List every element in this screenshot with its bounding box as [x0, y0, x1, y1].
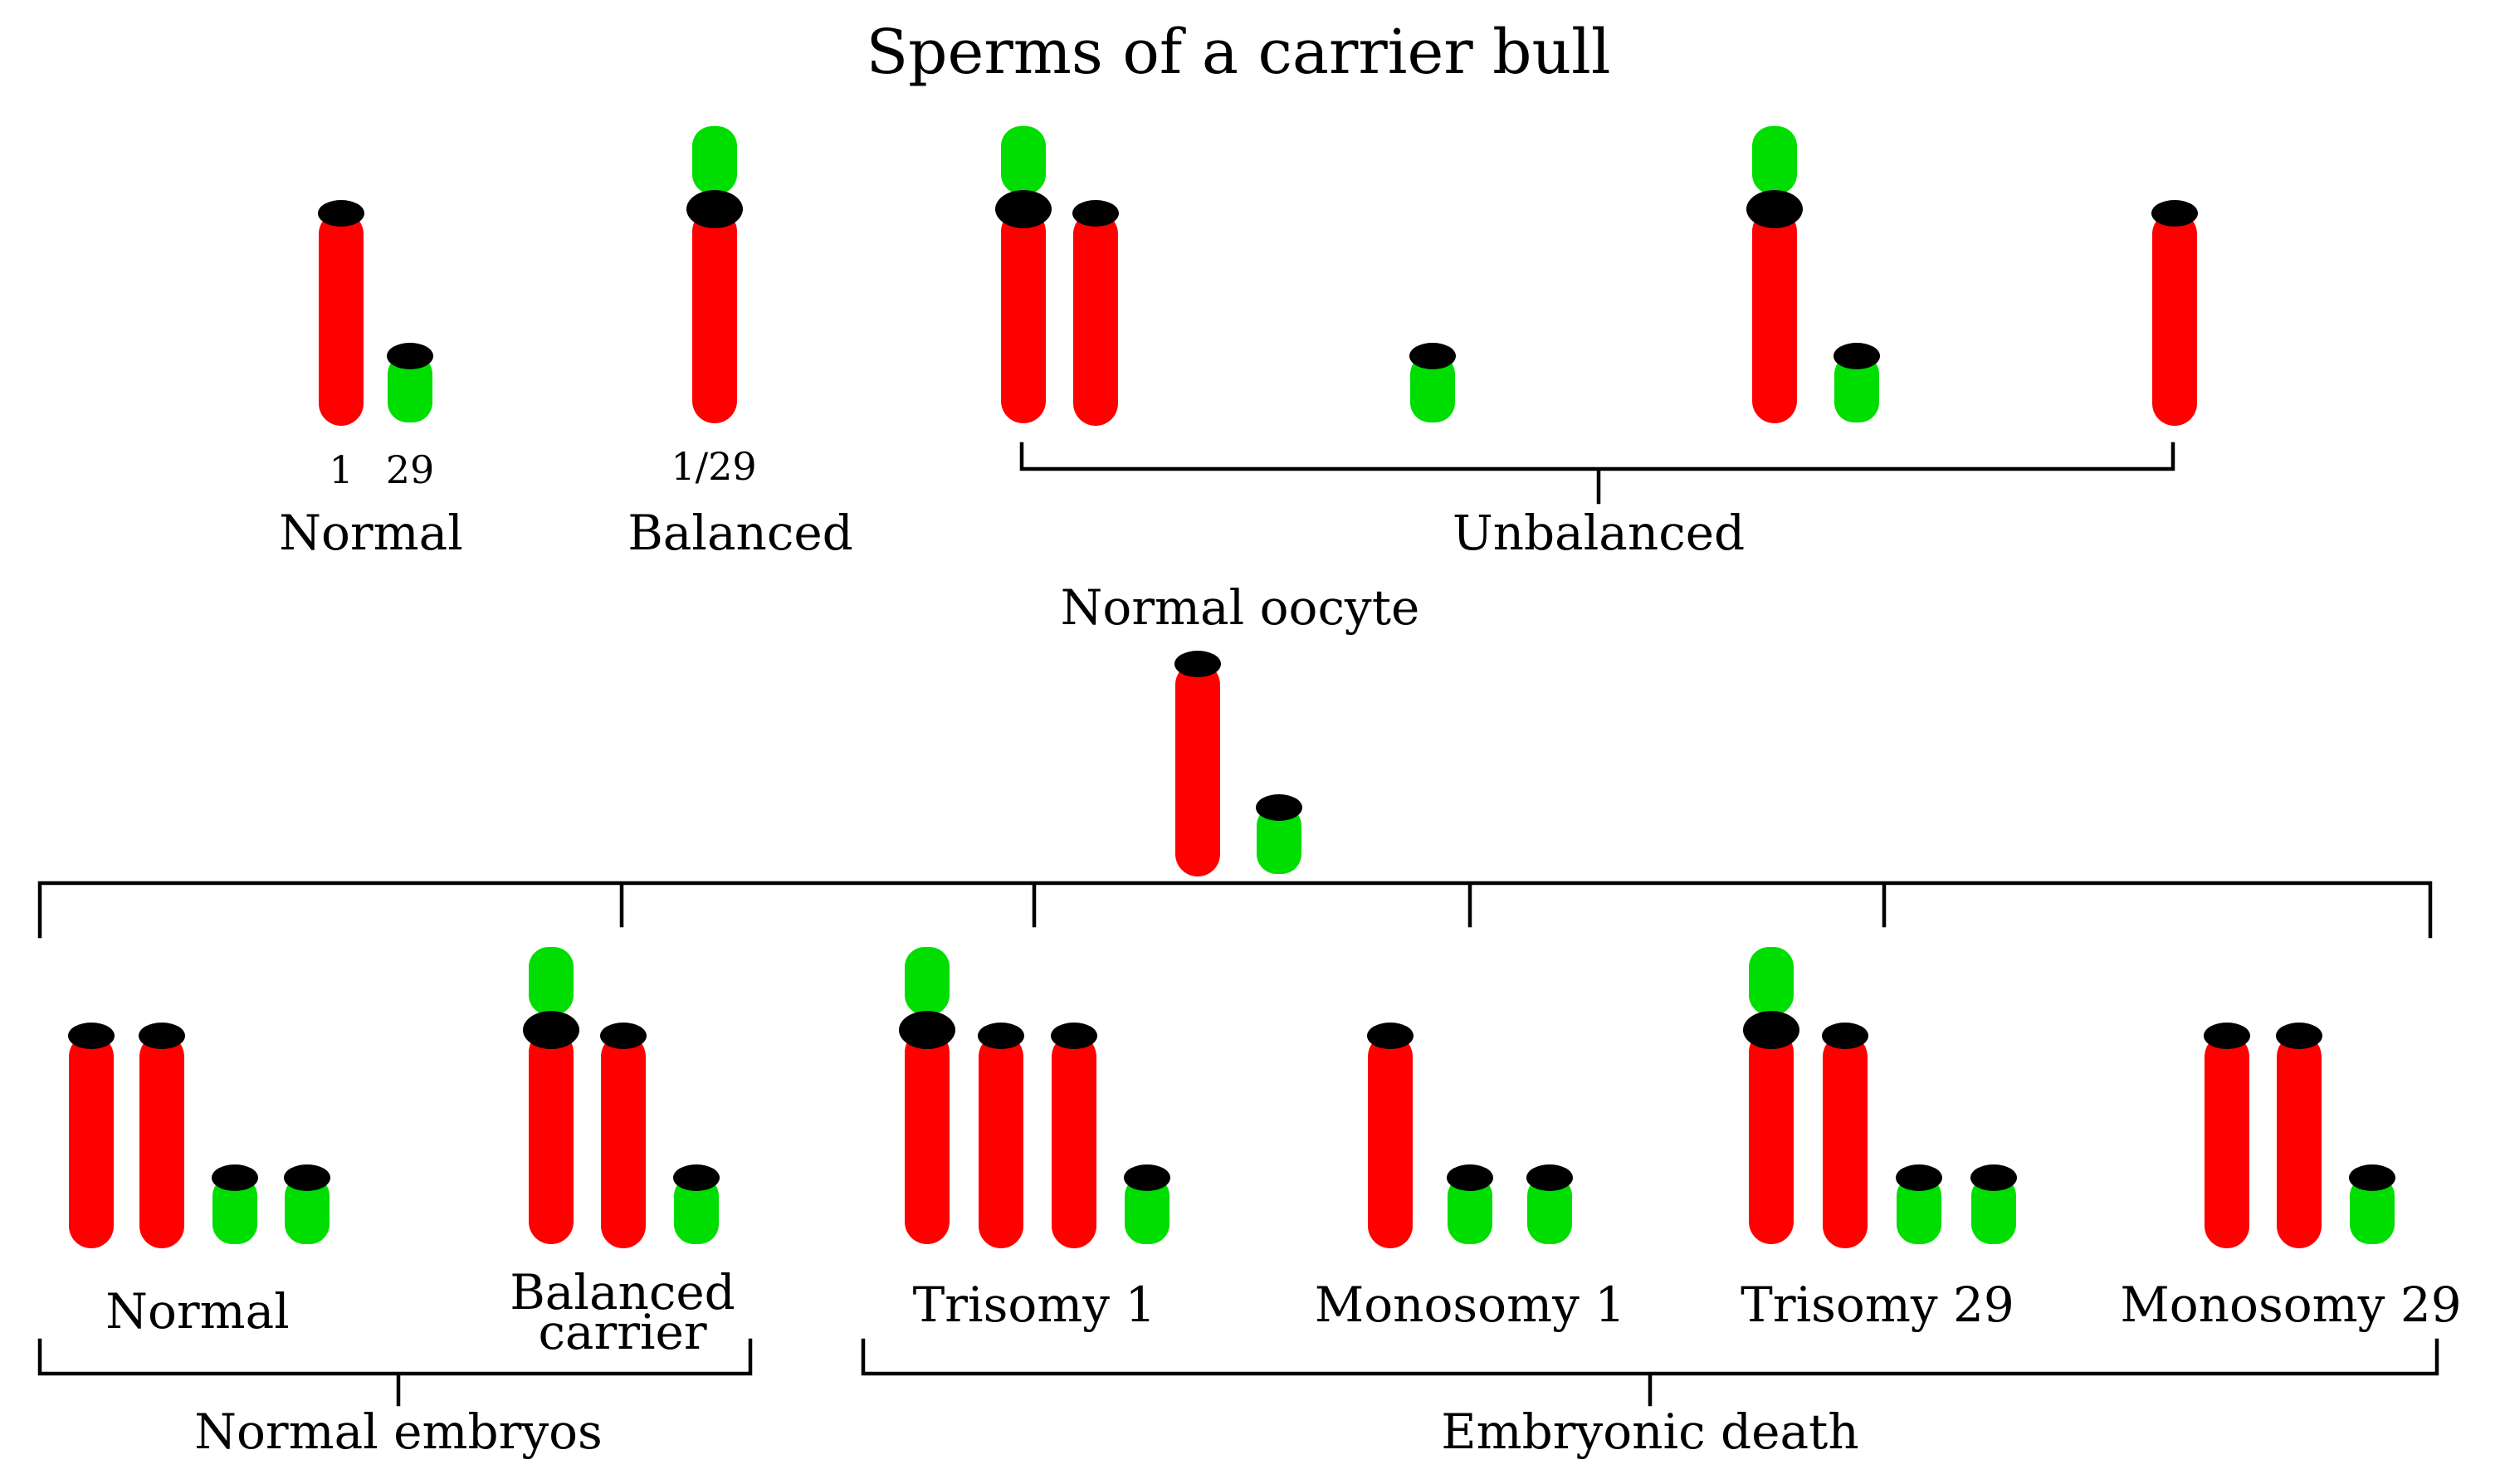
chromosome-1 [600, 1023, 647, 1248]
chromosome-29 [1896, 1164, 1942, 1244]
outcome-normal-embryos: Normal embryos [37, 1338, 753, 1460]
sperm-normal-label: Normal [279, 505, 463, 561]
oocyte-label: Normal oocyte [1061, 579, 1420, 636]
distribution-connector [37, 881, 2433, 939]
chromosome-29 [212, 1164, 258, 1244]
normal-embryos-label: Normal embryos [194, 1403, 603, 1460]
chromosome-1 [68, 1023, 115, 1248]
embryo-trisomy-1-label: Trisomy 1 [913, 1277, 1156, 1333]
unbalanced-29-only [1409, 343, 1456, 422]
chromosome-29 [284, 1164, 330, 1244]
chromosome-29 [1526, 1164, 1573, 1244]
chromosome-1 [1174, 651, 1221, 876]
fusion-chromosome-1-29 [995, 126, 1052, 423]
sperm-normal: 1 29 Normal [279, 200, 463, 561]
chromosome-29 [1256, 794, 1302, 874]
unbalanced-fusion-plus-1 [995, 126, 1119, 426]
chromosome-29 [387, 343, 433, 422]
diagram-title: Sperms of a carrier bull [866, 17, 1610, 88]
chromosome-1 [1072, 200, 1119, 426]
chromosome-1 [139, 1023, 185, 1248]
chromosome-29 [1447, 1164, 1493, 1244]
chromosome-1 [978, 1023, 1024, 1248]
embryo-normal-label: Normal [105, 1283, 290, 1340]
oocyte: Normal oocyte [1061, 579, 1420, 876]
chromosome-1 [318, 200, 364, 426]
embryo-balanced-carrier: Balanced carrier [510, 947, 735, 1360]
embryo-monosomy-1: Monosomy 1 [1315, 1023, 1625, 1333]
sperm-unbalanced-label: Unbalanced [1453, 505, 1745, 561]
sperm-balanced-label: Balanced [627, 505, 853, 561]
embryonic-death-label: Embryonic death [1441, 1403, 1858, 1460]
fusion-chromosome-1-29 [1743, 947, 1799, 1244]
embryo-balanced-carrier-label-line2: carrier [538, 1304, 706, 1360]
embryo-trisomy-1: Trisomy 1 [899, 947, 1170, 1333]
normal-embryos-bracket [37, 1338, 753, 1407]
unbalanced-1-only [2151, 200, 2198, 426]
unbalanced-bracket [1019, 442, 2175, 505]
fusion-number-label: 1/29 [671, 444, 756, 489]
chromosome-29 [1833, 343, 1880, 422]
chromosome-1 [2204, 1023, 2250, 1248]
fusion-chromosome-1-29 [523, 947, 579, 1244]
outcome-embryonic-death: Embryonic death [861, 1338, 2439, 1460]
chromosome-29 [1124, 1164, 1170, 1244]
chromosome-1 [1051, 1023, 1097, 1248]
chromosome-1 [1822, 1023, 1868, 1248]
embryo-monosomy-29: Monosomy 29 [2120, 1023, 2462, 1333]
sperm-balanced: 1/29 Balanced [627, 126, 853, 561]
embryo-monosomy-1-label: Monosomy 1 [1315, 1277, 1625, 1333]
fusion-chromosome-1-29 [686, 126, 743, 423]
chromosome-29 [673, 1164, 720, 1244]
embryo-normal: Normal [68, 1023, 330, 1340]
chromosome-29 [1409, 343, 1456, 422]
fusion-chromosome-1-29 [899, 947, 955, 1244]
embryo-trisomy-29-label: Trisomy 29 [1741, 1277, 2014, 1333]
chromosome-1 [1367, 1023, 1414, 1248]
chromosome-1 [2276, 1023, 2322, 1248]
chromosome-29 [2349, 1164, 2395, 1244]
chromosome-1 [2151, 200, 2198, 426]
sperm-unbalanced: Unbalanced [995, 126, 2198, 561]
chr1-number-label: 1 [329, 447, 353, 492]
embryo-balanced-carrier-label-line1: Balanced [510, 1264, 735, 1320]
embryonic-death-bracket [861, 1338, 2439, 1407]
unbalanced-fusion-plus-29 [1746, 126, 1880, 423]
embryo-monosomy-29-label: Monosomy 29 [2120, 1277, 2461, 1333]
chr29-number-label: 29 [386, 447, 435, 492]
fusion-chromosome-1-29 [1746, 126, 1803, 423]
embryo-trisomy-29: Trisomy 29 [1741, 947, 2017, 1333]
chromosome-29 [1970, 1164, 2017, 1244]
